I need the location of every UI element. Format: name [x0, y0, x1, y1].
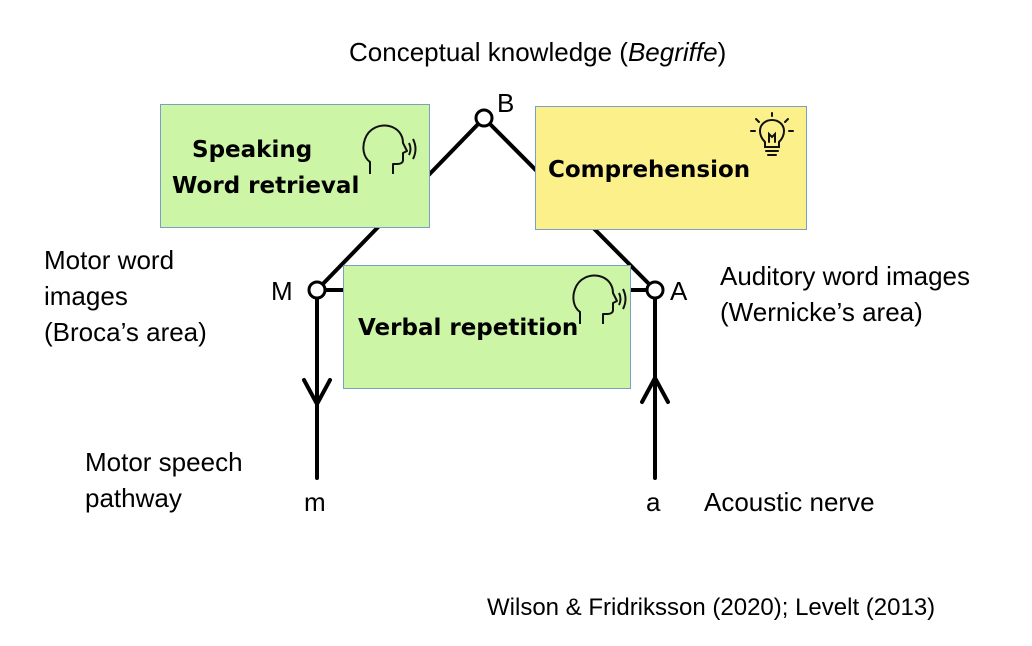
motor-word-images-line-1: Motor word: [44, 245, 175, 275]
speaking-label: Speaking: [192, 137, 313, 163]
node-m-label: M: [271, 276, 293, 306]
speaking-head-icon: [572, 274, 627, 324]
node-b-circle: [474, 108, 494, 128]
comprehension-label: Comprehension: [548, 157, 751, 183]
speaking-head-icon: [362, 124, 417, 174]
motor-word-images-line-2: images: [44, 281, 128, 311]
auditory-word-images-line-2: (Wernicke’s area): [720, 297, 923, 327]
auditory-word-images-line-1: Auditory word images: [720, 261, 970, 291]
arrow-down-motor: [302, 378, 332, 406]
arrow-up-acoustic: [640, 376, 670, 404]
auditory-word-images-label: Auditory word images (Wernicke’s area): [720, 258, 970, 330]
title-italic: Begriffe: [627, 37, 718, 67]
lightbulb-icon: [750, 112, 794, 156]
repetition-box: [343, 265, 631, 389]
motor-word-images-label: Motor word images (Broca’s area): [44, 242, 207, 350]
node-a-circle: [645, 280, 665, 300]
node-m-circle: [307, 280, 327, 300]
citation: Wilson & Fridriksson (2020); Levelt (201…: [487, 594, 936, 621]
word-retrieval-label: Word retrieval: [172, 173, 360, 199]
node-a-lower-label: a: [646, 487, 661, 517]
diagram-title: Conceptual knowledge (Begriffe): [349, 34, 726, 70]
node-m-lower-label: m: [304, 487, 326, 517]
motor-speech-pathway-line-2: pathway: [85, 483, 182, 513]
node-a-label: A: [670, 276, 688, 306]
title-suffix: ): [717, 37, 727, 67]
motor-speech-pathway-line-1: Motor speech: [85, 447, 243, 477]
motor-word-images-line-3: (Broca’s area): [44, 317, 207, 347]
acoustic-nerve-label: Acoustic nerve: [704, 487, 875, 517]
verbal-repetition-label: Verbal repetition: [358, 315, 579, 341]
node-b-label: B: [497, 88, 515, 118]
motor-speech-pathway-label: Motor speech pathway: [85, 444, 243, 516]
title-prefix: Conceptual knowledge (: [349, 37, 628, 67]
